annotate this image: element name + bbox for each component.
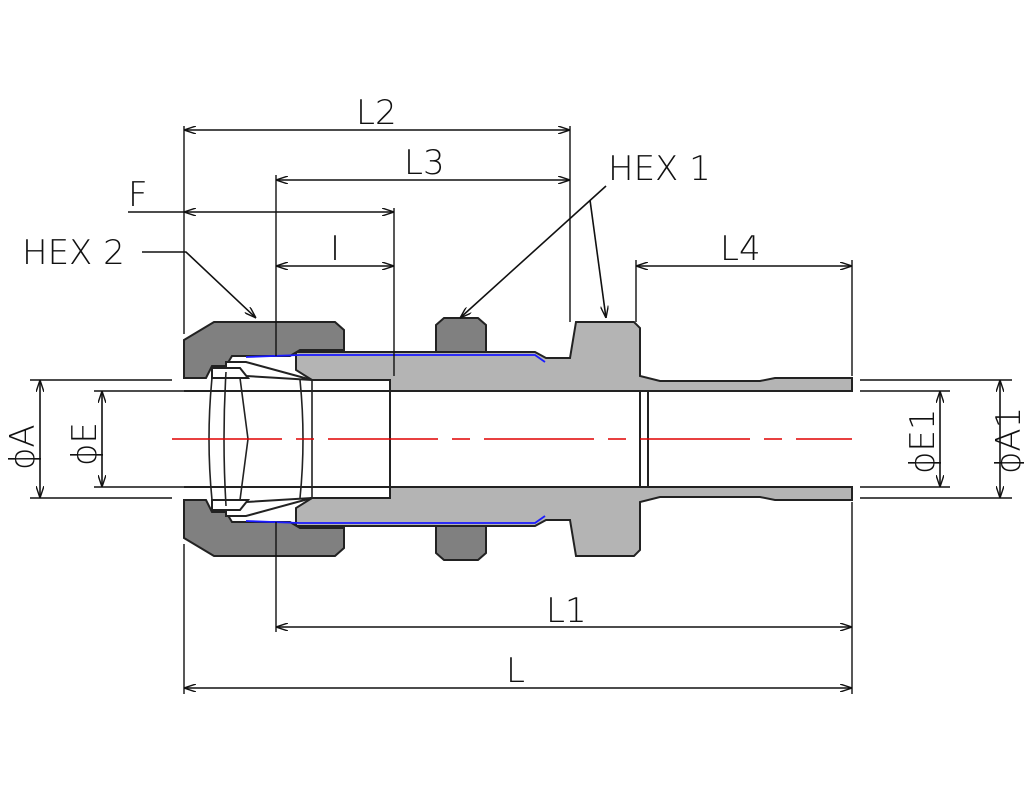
- hex1-nut-upper: [435, 317, 487, 353]
- hex1-leader-b: [589, 199, 606, 318]
- label-l3: L3: [404, 143, 445, 183]
- label-hex1: HEX 1: [608, 149, 711, 189]
- label-phi-e: ϕE: [65, 422, 105, 466]
- label-l2: L2: [356, 93, 397, 133]
- label-l: L: [506, 651, 525, 691]
- label-l1: L1: [546, 591, 587, 631]
- hex1-nut-lower: [435, 525, 487, 561]
- body-upper: [295, 321, 853, 392]
- label-hex2: HEX 2: [22, 233, 125, 273]
- label-i: I: [330, 229, 340, 269]
- dimension-lines: [40, 130, 1000, 688]
- labels: L2 L3 F I HEX 1 HEX 2 L4 L1 L ϕA ϕE ϕE1 …: [3, 93, 1024, 691]
- seal-line-lower: [245, 515, 546, 524]
- body-lower: [295, 486, 853, 557]
- hex2-leader: [142, 251, 256, 318]
- front-ferrule-upper: [211, 367, 251, 379]
- nut-hex1: [435, 317, 487, 561]
- label-phi-a1: ϕA1: [989, 407, 1024, 474]
- nut-hex2: [183, 321, 345, 557]
- label-phi-e1: ϕE1: [903, 408, 943, 474]
- seal-lines: [245, 354, 546, 524]
- front-ferrule-lower: [211, 499, 251, 511]
- label-phi-a: ϕA: [3, 424, 43, 470]
- hex1-leader-a: [460, 185, 607, 318]
- fitting-body: [295, 321, 853, 557]
- label-l4: L4: [720, 229, 761, 269]
- extension-lines: [30, 126, 1012, 694]
- label-f: F: [128, 175, 148, 215]
- seal-line-upper: [245, 354, 546, 363]
